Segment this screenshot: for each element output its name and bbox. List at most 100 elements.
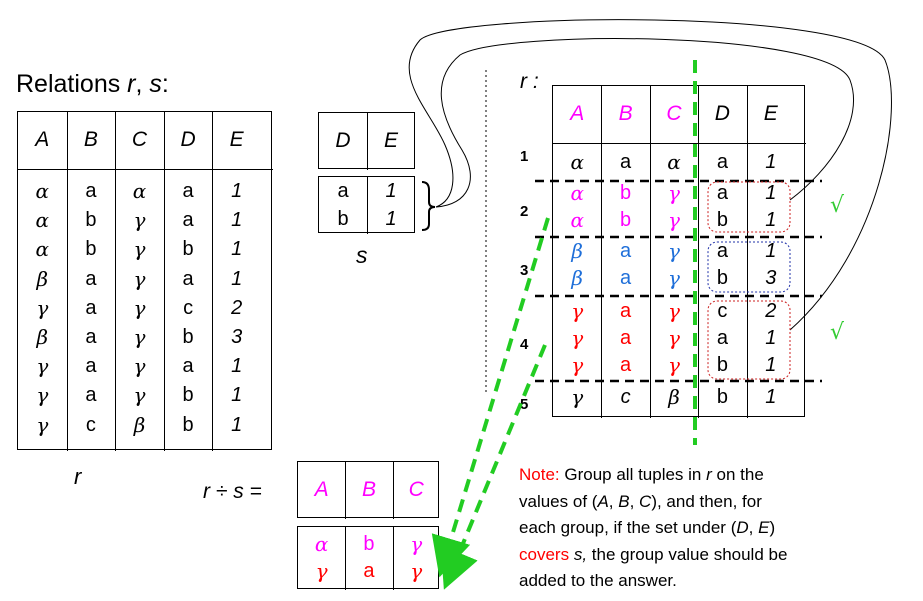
- cell: β: [571, 266, 583, 290]
- cell: γ: [36, 383, 49, 408]
- note-segment: s,: [573, 544, 588, 564]
- cell: b: [337, 208, 349, 230]
- cell: α: [35, 208, 50, 233]
- cell: γ: [36, 354, 49, 379]
- cell: β: [36, 325, 49, 349]
- cell: a: [85, 384, 97, 407]
- cell: 3: [231, 326, 243, 348]
- cell: γ: [571, 385, 584, 409]
- cell: a: [716, 327, 728, 349]
- cell: γ: [571, 326, 584, 350]
- header-e: E: [229, 128, 244, 151]
- note-line: each group, if the set under (D, E): [519, 515, 855, 542]
- cell: a: [620, 354, 632, 376]
- column-divider: [164, 112, 165, 451]
- cell: γ: [668, 326, 680, 350]
- note-segment: ,: [629, 491, 640, 511]
- relation-r-label: r: [74, 464, 82, 489]
- group-number: 5: [520, 396, 529, 413]
- header-b: B: [83, 128, 98, 151]
- title-sep: ,: [135, 70, 150, 98]
- cell: 1: [231, 267, 243, 290]
- note-segment: ): [769, 518, 776, 537]
- cell: 1: [765, 327, 777, 349]
- cell: γ: [133, 295, 146, 320]
- cell: a: [182, 180, 194, 202]
- cell: c: [183, 296, 194, 319]
- cell: b: [182, 238, 194, 261]
- cell: a: [620, 240, 632, 262]
- column-divider: [367, 177, 368, 234]
- note-segment: Note:: [519, 465, 560, 484]
- cell: γ: [668, 208, 680, 232]
- cell: a: [620, 327, 632, 349]
- group-number: 2: [520, 203, 529, 220]
- cell: 1: [765, 386, 777, 408]
- cell: b: [716, 386, 728, 408]
- cell: γ: [668, 239, 680, 263]
- note-segment: on the: [711, 465, 764, 484]
- note-segment: A: [597, 491, 609, 511]
- cell: 1: [385, 180, 397, 202]
- cell: a: [182, 209, 194, 232]
- column-divider: [67, 112, 68, 451]
- cell: α: [570, 208, 584, 232]
- note-line: covers s, the group value should be: [519, 542, 855, 569]
- column-divider: [115, 112, 116, 451]
- cell: a: [85, 267, 97, 290]
- cell: γ: [668, 353, 680, 377]
- header-e: E: [763, 102, 778, 125]
- header-b: B: [618, 102, 633, 125]
- title-suffix: :: [161, 70, 169, 98]
- cell: b: [620, 182, 632, 204]
- header-d: D: [714, 102, 730, 125]
- cell: a: [716, 182, 728, 204]
- cell: β: [668, 385, 680, 409]
- column-divider: [212, 112, 213, 451]
- cell: b: [716, 267, 728, 289]
- header-a: A: [35, 128, 50, 151]
- title-s: s: [149, 70, 162, 98]
- cell: γ: [36, 295, 49, 320]
- cell: a: [716, 151, 728, 173]
- note-segment: added to the answer.: [519, 571, 677, 590]
- header-b: B: [361, 478, 376, 501]
- cell: b: [620, 209, 632, 231]
- cell: α: [570, 181, 584, 205]
- cell: γ: [133, 354, 146, 379]
- cell: a: [363, 560, 375, 582]
- cell: 2: [765, 300, 777, 322]
- cell: a: [337, 180, 349, 202]
- cell: γ: [133, 208, 146, 233]
- cell: α: [35, 179, 50, 203]
- cell: b: [182, 326, 194, 348]
- cell: a: [85, 296, 97, 319]
- note-line: Note: Group all tuples in r on the: [519, 462, 855, 489]
- column-divider: [345, 527, 346, 590]
- column-divider: [393, 527, 394, 590]
- header-c: C: [408, 478, 424, 501]
- header-d: D: [180, 128, 196, 151]
- cell: a: [85, 326, 97, 348]
- cell: b: [85, 238, 97, 261]
- note-segment: Group all tuples in: [559, 465, 707, 484]
- note-segment: ,: [748, 518, 759, 537]
- group-number: 4: [520, 336, 529, 353]
- cell: 1: [765, 240, 777, 262]
- page-title: Relations r, s:: [16, 70, 169, 99]
- cell: 1: [231, 180, 243, 202]
- note-line: values of (A, B, C), and then, for: [519, 489, 855, 516]
- cell: a: [182, 267, 194, 290]
- cell: 1: [231, 384, 243, 407]
- cell: a: [620, 267, 632, 289]
- cell: b: [363, 533, 375, 555]
- note-segment: the group value should be: [587, 544, 788, 564]
- cell: 1: [765, 354, 777, 376]
- cell: γ: [410, 559, 423, 583]
- cell: 1: [231, 413, 243, 436]
